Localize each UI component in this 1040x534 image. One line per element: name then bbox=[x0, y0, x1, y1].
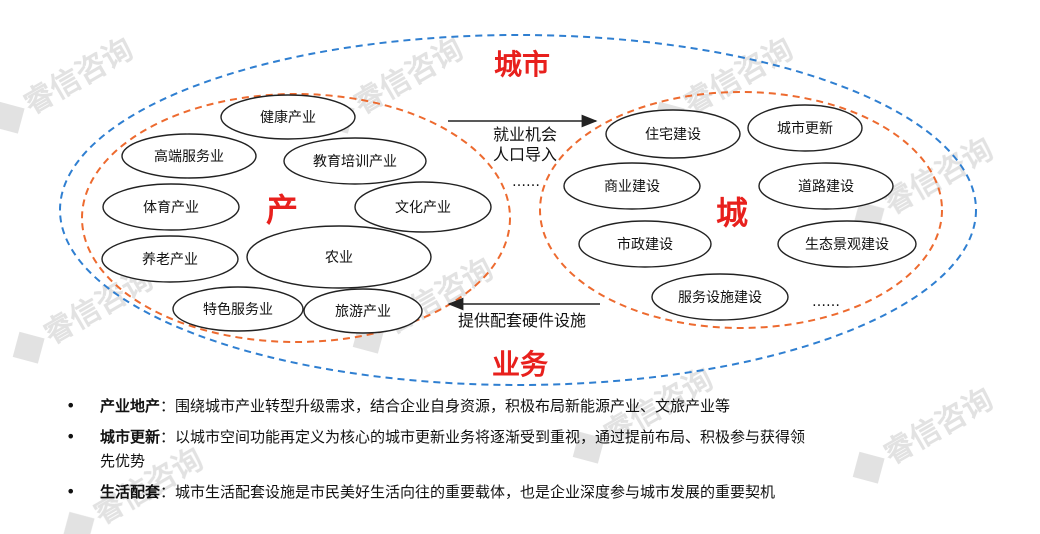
industry-item: 体育产业 bbox=[143, 200, 199, 216]
industry-item: 高端服务业 bbox=[154, 148, 224, 165]
city-label: 城 bbox=[716, 194, 748, 232]
bubble bbox=[578, 220, 712, 268]
bullet-list: •产业地产：围绕城市产业转型升级需求，结合企业自身资源，积极布局新能源产业、文旅… bbox=[66, 394, 1026, 504]
watermark-logo-icon bbox=[62, 511, 95, 534]
watermark-text: 睿信咨询 bbox=[878, 132, 999, 222]
city-item: 道路建设 bbox=[798, 179, 854, 195]
bullet-sep: ： bbox=[160, 397, 176, 415]
title-bottom: 业务 bbox=[492, 348, 548, 381]
watermark-logo-icon bbox=[852, 451, 885, 484]
city-item: 商业建设 bbox=[604, 179, 660, 195]
industry-item: 养老产业 bbox=[142, 252, 198, 268]
city-item: 城市更新 bbox=[777, 120, 833, 137]
bubble bbox=[651, 273, 789, 321]
bullet-dot: • bbox=[66, 396, 76, 415]
industry-item: 教育培训产业 bbox=[313, 154, 397, 170]
bubble bbox=[246, 225, 432, 289]
watermark-text: 睿信咨询 bbox=[18, 32, 139, 122]
arrow-top-label-1: 就业机会 bbox=[493, 125, 557, 144]
industry-item: 健康产业 bbox=[260, 109, 316, 126]
bubble bbox=[121, 133, 257, 179]
bubble bbox=[777, 220, 917, 268]
city-items-more: …… bbox=[812, 294, 840, 310]
bullet-text: 城市生活配套设施是市民美好生活向往的重要载体，也是企业深度参与城市发展的重要契机 bbox=[175, 483, 776, 501]
bullet-sep: ： bbox=[160, 428, 176, 446]
industry-item: 特色服务业 bbox=[203, 301, 273, 318]
bubble bbox=[220, 94, 356, 140]
city-item: 市政建设 bbox=[617, 236, 673, 253]
bubble bbox=[303, 288, 423, 334]
bubble bbox=[747, 104, 863, 152]
bullet-item: • 生活配套：城市生活配套设施是市民美好生活向往的重要载体，也是企业深度参与城市发… bbox=[66, 480, 1026, 504]
city-items: 住宅建设 城市更新 商业建设 道路建设 市政建设 生态景观建设 服务设施建设 …… bbox=[563, 104, 917, 321]
bullet-item: • 产业地产：围绕城市产业转型升级需求，结合企业自身资源，积极布局新能源产业、文旅… bbox=[66, 394, 1026, 418]
watermark-logo-icon bbox=[0, 101, 25, 134]
bullet-text: 以城市空间功能再定义为核心的城市更新业务将逐渐受到重视，通过提前布局、积极参与获… bbox=[175, 428, 806, 446]
bullet-text-cont: 先优势 bbox=[100, 452, 146, 470]
watermark-text: 睿信咨询 bbox=[348, 32, 469, 122]
watermark-logo-icon bbox=[12, 331, 45, 364]
arrow-top-label-2: 人口导入 bbox=[493, 145, 557, 164]
arrow-top-more: …… bbox=[512, 174, 540, 190]
title-top: 城市 bbox=[494, 48, 550, 81]
industry-item: 农业 bbox=[325, 250, 353, 266]
bubble bbox=[172, 286, 304, 332]
bubble bbox=[605, 109, 741, 159]
bubble bbox=[101, 235, 239, 283]
industry-item: 旅游产业 bbox=[335, 304, 391, 320]
bullet-term: 产业地产 bbox=[100, 397, 161, 415]
industry-items: 健康产业 高端服务业 教育培训产业 体育产业 文化产业 养老产业 农业 特色服务… bbox=[101, 94, 492, 334]
city-item: 住宅建设 bbox=[645, 127, 701, 143]
watermark-logo-icon bbox=[572, 431, 605, 464]
bullet-term: 生活配套 bbox=[100, 483, 161, 501]
bullet-dot: • bbox=[66, 427, 76, 446]
bullet-term: 城市更新 bbox=[100, 428, 161, 446]
bubble bbox=[758, 162, 894, 210]
city-item: 服务设施建设 bbox=[678, 290, 762, 306]
city-item: 生态景观建设 bbox=[805, 237, 889, 253]
bubble bbox=[563, 162, 701, 210]
city-circle bbox=[539, 91, 943, 329]
bubble bbox=[354, 181, 492, 233]
bullet-item: • 城市更新：以城市空间功能再定义为核心的城市更新业务将逐渐受到重视，通过提前布局… bbox=[66, 425, 1026, 473]
industry-item: 文化产业 bbox=[395, 200, 451, 216]
bubble bbox=[283, 137, 427, 185]
bubble bbox=[102, 183, 240, 231]
bullet-text: 围绕城市产业转型升级需求，结合企业自身资源，积极布局新能源产业、文旅产业等 bbox=[175, 397, 731, 415]
city-business-boundary bbox=[59, 34, 977, 386]
arrow-bottom-label: 提供配套硬件设施 bbox=[458, 311, 586, 330]
industry-circle bbox=[81, 93, 511, 343]
bullet-sep: ： bbox=[160, 483, 176, 501]
bullet-dot: • bbox=[66, 482, 76, 501]
industry-label: 产 bbox=[266, 191, 298, 229]
